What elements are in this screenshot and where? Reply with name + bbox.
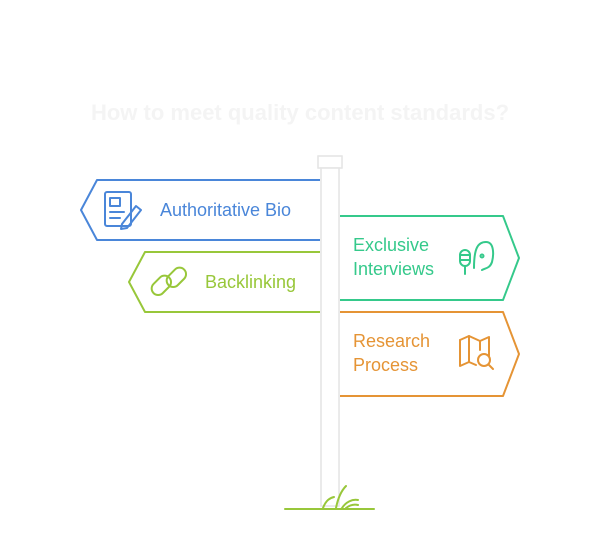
signpost-pole xyxy=(320,167,340,507)
sign-label-research-process-line2: Process xyxy=(353,355,419,375)
sign-exclusive-interviews xyxy=(340,215,520,301)
microphone-face-icon xyxy=(459,241,495,275)
sign-label-exclusive-interviews-line2: Interviews xyxy=(353,259,435,279)
diagram-title: How to meet quality content standards? xyxy=(90,100,510,125)
sign-backlinking xyxy=(128,251,320,313)
sign-label-exclusive-interviews-line1: Exclusive xyxy=(353,235,430,255)
profile-edit-icon xyxy=(104,191,142,230)
sign-label-authoritative-bio: Authoritative Bio xyxy=(160,200,292,220)
link-icon xyxy=(150,266,188,297)
grass-icon xyxy=(322,485,359,509)
signpost-cap xyxy=(317,155,343,169)
sign-authoritative-bio xyxy=(80,179,320,241)
map-search-icon xyxy=(459,335,494,370)
sign-label-backlinking: Backlinking xyxy=(205,272,297,292)
sign-label-research-process-line1: Research xyxy=(353,331,431,351)
sign-research-process xyxy=(340,311,520,397)
